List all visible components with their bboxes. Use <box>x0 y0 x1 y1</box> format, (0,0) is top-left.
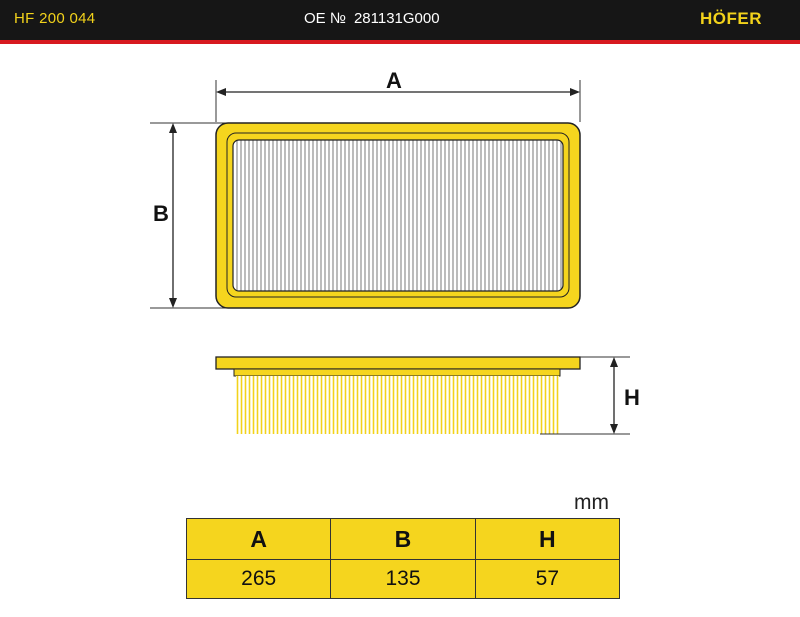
value-cell-b: 135 <box>330 559 476 599</box>
dimensions-table: A B H 265 135 57 <box>185 518 621 599</box>
header-stripe <box>0 40 800 44</box>
oe-number-group: OE № 281131G000 <box>304 10 440 27</box>
label-b: B <box>153 201 169 226</box>
header-cell-b: B <box>330 518 476 560</box>
oe-label: OE № <box>304 10 346 27</box>
header-cell-a: A <box>185 518 332 560</box>
value-cell-a: 265 <box>185 559 332 599</box>
header-cell-h: H <box>474 518 621 560</box>
table-value-row: 265 135 57 <box>185 559 621 599</box>
unit-label: mm <box>574 491 609 514</box>
table-header-row: A B H <box>185 518 621 560</box>
header-bar: HF 200 044 OE № 281131G000 HÖFER <box>0 0 800 40</box>
value-cell-h: 57 <box>474 559 621 599</box>
dimension-h: H <box>540 356 640 435</box>
filter-top-view <box>215 122 581 309</box>
label-a: A <box>386 68 402 93</box>
brand-logo: HÖFER <box>700 9 762 28</box>
dimension-b: B <box>150 122 228 309</box>
label-h: H <box>624 385 640 410</box>
filter-side-view <box>215 356 581 434</box>
part-number: HF 200 044 <box>14 10 96 27</box>
oe-number: 281131G000 <box>353 10 440 27</box>
dimension-a: A <box>215 68 581 122</box>
